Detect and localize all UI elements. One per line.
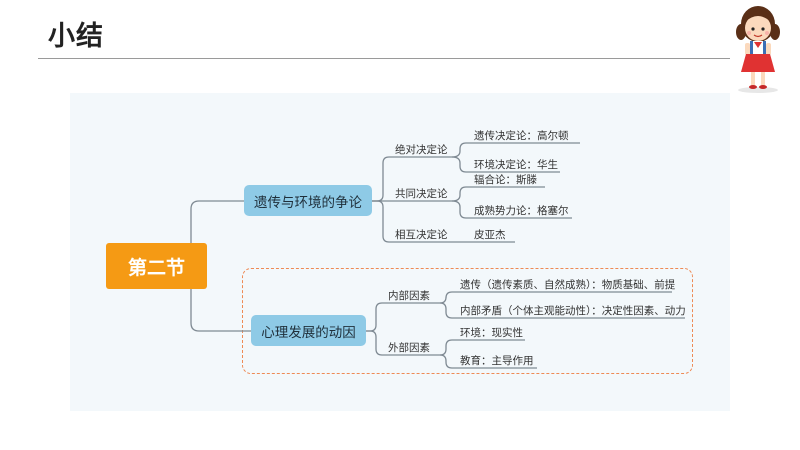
- dashed-highlight-frame: [242, 268, 693, 374]
- connector-b1-leaf1: [439, 291, 672, 304]
- leaf-node: 教育：主导作用: [460, 355, 534, 367]
- connector-b2-leaf2: [439, 354, 537, 369]
- girl-mascot-illustration: [736, 6, 780, 93]
- leaf-node: 内部矛盾（个体主观能动性）：决定性因素、动力: [460, 305, 686, 317]
- leaf-node: 环境：现实性: [460, 327, 523, 339]
- child-node: 相互决定论: [395, 229, 448, 241]
- connector-b2-leaf1: [439, 339, 525, 356]
- leaf-node: 环境决定论：华生: [474, 159, 558, 171]
- connector-root-bottom: [190, 289, 251, 332]
- connector-b1-leaf2: [439, 302, 685, 319]
- root-node: 第二节: [106, 243, 207, 289]
- child-node: 绝对决定论: [395, 144, 448, 156]
- leaf-node: 皮亚杰: [474, 229, 506, 241]
- connector-b-2: [366, 330, 440, 356]
- title-divider: [38, 58, 730, 59]
- leaf-node: 成熟势力论：格塞尔: [474, 205, 569, 217]
- leaf-node: 遗传（遗传素质、自然成熟）：物质基础、前提: [460, 279, 676, 291]
- leaf-node: 遗传决定论：高尔顿: [474, 130, 569, 142]
- connector-a2-leaf1: [451, 186, 545, 202]
- leaf-node: 辐合论：斯滕: [474, 174, 537, 186]
- connector-a1-leaf1: [451, 142, 580, 158]
- slide-title: 小结: [48, 21, 104, 52]
- child-node: 共同决定论: [395, 188, 448, 200]
- branch-node-heredity-environment: 遗传与环境的争论: [244, 185, 372, 216]
- child-node: 外部因素: [388, 342, 430, 354]
- connector-a-3: [372, 200, 452, 243]
- connector-root-top: [190, 200, 244, 243]
- connector-a2-leaf2: [451, 200, 572, 219]
- connector-a1-leaf2: [451, 156, 560, 173]
- child-node: 内部因素: [388, 290, 430, 302]
- connector-b-1: [366, 302, 440, 332]
- branch-node-development-motive: 心理发展的动因: [251, 315, 366, 346]
